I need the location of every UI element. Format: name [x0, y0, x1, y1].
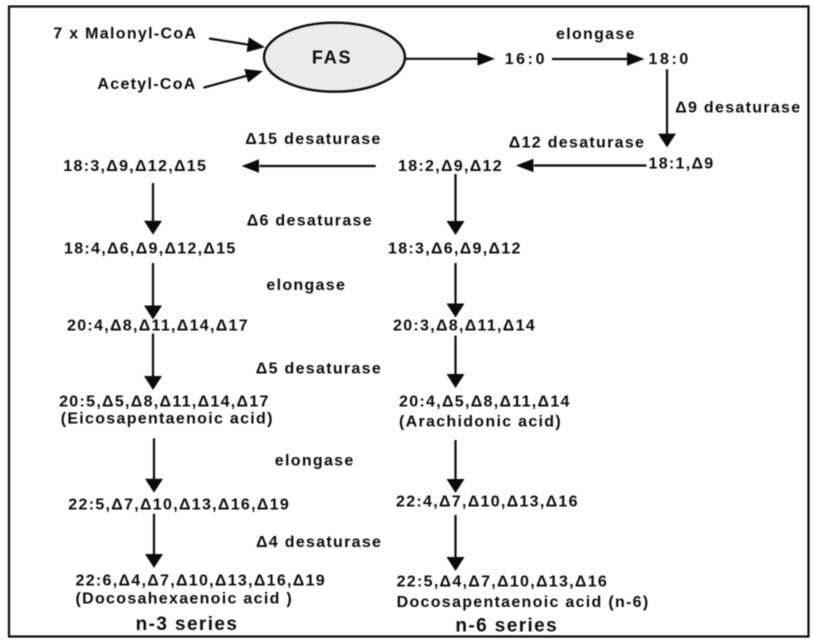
svg-text:18:1,Δ9: 18:1,Δ9 — [649, 156, 715, 173]
svg-text:(Arachidonic acid): (Arachidonic acid) — [399, 414, 562, 431]
svg-text:22:4,Δ7,Δ10,Δ13,Δ16: 22:4,Δ7,Δ10,Δ13,Δ16 — [396, 494, 579, 511]
svg-text:elongase: elongase — [266, 277, 346, 294]
svg-text:18:3,Δ9,Δ12,Δ15: 18:3,Δ9,Δ12,Δ15 — [63, 158, 207, 175]
svg-text:FAS: FAS — [312, 47, 352, 67]
svg-text:16:0: 16:0 — [505, 51, 547, 68]
svg-text:20:5,Δ5,Δ8,Δ11,Δ14,Δ17: 20:5,Δ5,Δ8,Δ11,Δ14,Δ17 — [59, 393, 270, 410]
svg-text:elongase: elongase — [275, 453, 355, 470]
svg-text:18:2,Δ9,Δ12: 18:2,Δ9,Δ12 — [398, 158, 503, 175]
svg-text:n-3 series: n-3 series — [136, 614, 239, 635]
svg-text:Δ4 desaturase: Δ4 desaturase — [256, 534, 382, 551]
svg-text:18:0: 18:0 — [649, 51, 691, 68]
svg-text:Δ9 desaturase: Δ9 desaturase — [675, 100, 801, 117]
svg-text:elongase: elongase — [556, 26, 636, 43]
svg-text:22:6,Δ4,Δ7,Δ10,Δ13,Δ16,Δ19: 22:6,Δ4,Δ7,Δ10,Δ13,Δ16,Δ19 — [76, 573, 326, 590]
svg-text:n-6 series: n-6 series — [455, 616, 558, 637]
svg-text:(Docosahexaenoic acid ): (Docosahexaenoic acid ) — [76, 591, 294, 608]
svg-text:Δ6 desaturase: Δ6 desaturase — [247, 213, 373, 230]
svg-text:7 x Malonyl-CoA: 7 x Malonyl-CoA — [53, 26, 197, 43]
svg-text:Docosapentaenoic acid (n-6): Docosapentaenoic acid (n-6) — [397, 594, 650, 611]
svg-text:Δ15 desaturase: Δ15 desaturase — [245, 131, 381, 148]
svg-text:18:3,Δ6,Δ9,Δ12: 18:3,Δ6,Δ9,Δ12 — [388, 241, 522, 258]
svg-text:18:4,Δ6,Δ9,Δ12,Δ15: 18:4,Δ6,Δ9,Δ12,Δ15 — [64, 241, 237, 258]
svg-text:Acetyl-CoA: Acetyl-CoA — [97, 76, 196, 93]
svg-text:22:5,Δ4,Δ7,Δ10,Δ13,Δ16: 22:5,Δ4,Δ7,Δ10,Δ13,Δ16 — [397, 574, 609, 591]
svg-text:(Eicosapentaenoic acid): (Eicosapentaenoic acid) — [61, 411, 274, 428]
svg-text:20:4,Δ5,Δ8,Δ11,Δ14: 20:4,Δ5,Δ8,Δ11,Δ14 — [399, 394, 571, 411]
svg-text:20:3,Δ8,Δ11,Δ14: 20:3,Δ8,Δ11,Δ14 — [393, 318, 536, 335]
svg-text:Δ12 desaturase: Δ12 desaturase — [509, 135, 645, 152]
svg-text:Δ5 desaturase: Δ5 desaturase — [256, 361, 382, 378]
svg-text:22:5,Δ7,Δ10,Δ13,Δ16,Δ19: 22:5,Δ7,Δ10,Δ13,Δ16,Δ19 — [68, 497, 290, 514]
svg-text:20:4,Δ8,Δ11,Δ14,Δ17: 20:4,Δ8,Δ11,Δ14,Δ17 — [67, 318, 249, 335]
